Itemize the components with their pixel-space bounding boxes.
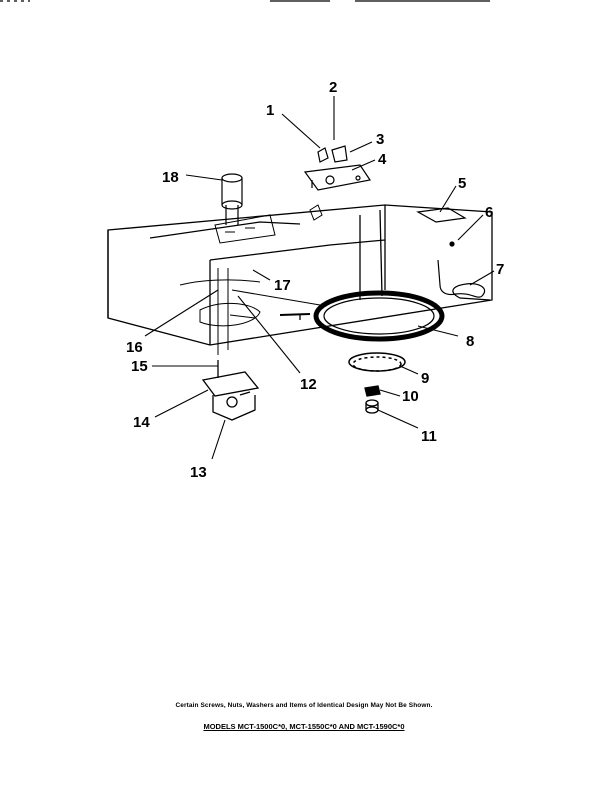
- callout-9: 9: [421, 370, 429, 387]
- callout-10: 10: [402, 388, 419, 405]
- part-10-11-couplers: [364, 385, 381, 414]
- part-1-4-assembly: [303, 145, 372, 191]
- callout-labels: 1 2 3 4 5 6 7 8 9 10 11 12 13 14 15 16 1…: [126, 79, 504, 481]
- disclaimer-note: Certain Screws, Nuts, Washers and Items …: [175, 702, 433, 709]
- callout-4: 4: [378, 151, 387, 168]
- callout-14: 14: [133, 414, 150, 431]
- part-18-motor: [221, 173, 243, 225]
- callout-13: 13: [190, 464, 207, 481]
- callout-5: 5: [458, 175, 466, 192]
- model-numbers-text: MODELS MCT-1500C*0, MCT-1550C*0 AND MCT-…: [203, 722, 405, 731]
- callout-15: 15: [131, 358, 148, 375]
- part-13-15-motor: [201, 360, 260, 421]
- callout-17: 17: [274, 277, 291, 294]
- part-5-bracket: [416, 207, 467, 223]
- callout-2: 2: [329, 79, 337, 96]
- callout-18: 18: [162, 169, 179, 186]
- cabinet-details: [179, 204, 323, 355]
- model-numbers: MODELS MCT-1500C*0, MCT-1550C*0 AND MCT-…: [0, 722, 608, 731]
- part-9-roller-ring: [348, 352, 406, 372]
- callout-16: 16: [126, 339, 143, 356]
- callout-8: 8: [466, 333, 474, 350]
- callout-1: 1: [266, 102, 274, 119]
- callout-12: 12: [300, 376, 317, 393]
- callout-6: 6: [485, 204, 493, 221]
- callout-11: 11: [421, 428, 437, 445]
- leader-lines: [144, 96, 495, 460]
- callout-3: 3: [376, 131, 384, 148]
- oven-cabinet: [107, 204, 493, 346]
- part-8-tray: [313, 290, 445, 342]
- part-6-7-wire: [437, 241, 491, 301]
- callout-7: 7: [496, 261, 504, 278]
